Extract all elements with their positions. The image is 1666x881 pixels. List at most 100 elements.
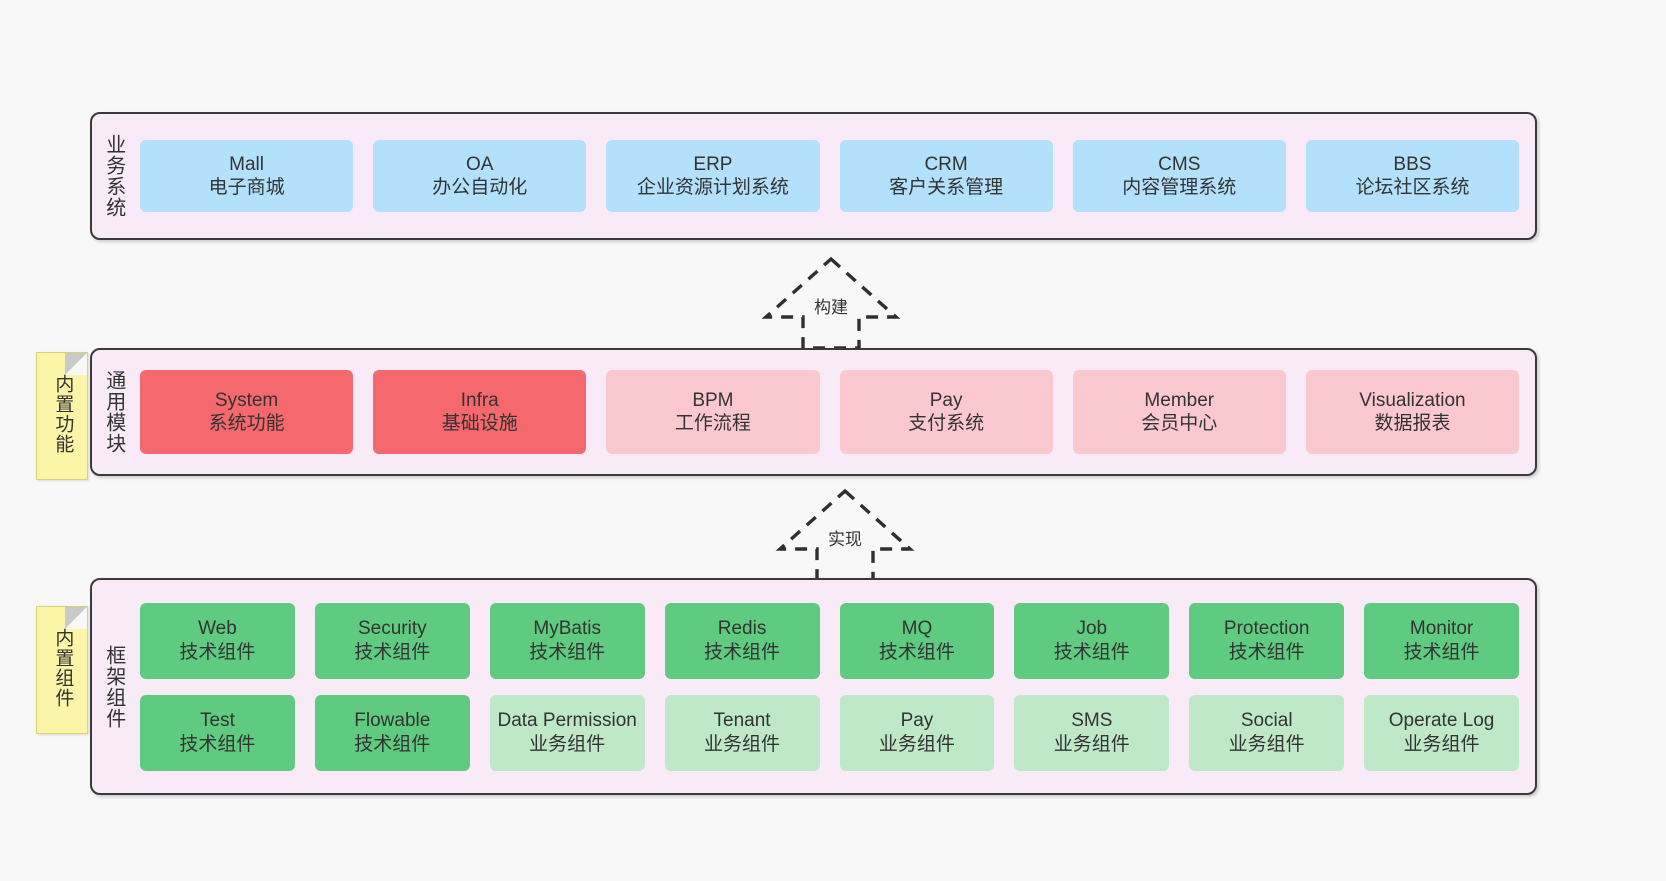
card-name: OA	[466, 153, 494, 175]
layer-business[interactable]: 业务系统 Mall 电子商城 OA 办公自动化 ERP 企业资源计划系统 CRM…	[90, 112, 1537, 240]
card-name: Monitor	[1409, 618, 1474, 640]
card-name: Job	[1076, 618, 1108, 640]
layer-common-modules[interactable]: 通用模块 System 系统功能 Infra 基础设施 BPM 工作流程 Pay…	[90, 348, 1537, 476]
module-card-social[interactable]: Social 业务组件	[1189, 694, 1345, 771]
card-desc: 技术组件	[179, 733, 256, 755]
module-card-crm[interactable]: CRM 客户关系管理	[839, 140, 1053, 212]
card-name: Operate Log	[1388, 710, 1495, 732]
card-desc: 数据报表	[1374, 413, 1451, 434]
note-label: 内置功能	[52, 374, 74, 454]
card-desc: 技术组件	[354, 641, 431, 663]
module-card-protection[interactable]: Protection 技术组件	[1189, 602, 1345, 679]
card-name: Mall	[229, 153, 264, 175]
card-row: Mall 电子商城 OA 办公自动化 ERP 企业资源计划系统 CRM 客户关系…	[140, 140, 1520, 212]
card-name: Protection	[1223, 618, 1310, 640]
card-name: Member	[1144, 389, 1215, 411]
card-desc: 业务组件	[1053, 733, 1130, 755]
module-card-security[interactable]: Security 技术组件	[314, 602, 470, 679]
module-card-erp[interactable]: ERP 企业资源计划系统	[606, 140, 820, 212]
card-name: BPM	[692, 389, 734, 411]
module-card-flowable[interactable]: Flowable 技术组件	[314, 694, 470, 771]
card-desc: 技术组件	[179, 641, 256, 663]
card-name: System	[214, 389, 279, 411]
module-card-monitor[interactable]: Monitor 技术组件	[1364, 602, 1519, 679]
module-card-pay[interactable]: Pay 支付系统	[839, 370, 1053, 454]
card-name: Social	[1240, 710, 1293, 732]
card-row: System 系统功能 Infra 基础设施 BPM 工作流程 Pay 支付系统…	[140, 370, 1520, 454]
card-desc: 支付系统	[908, 413, 985, 434]
card-name: Pay	[929, 389, 963, 411]
card-name: Flowable	[354, 710, 431, 732]
layer-framework-components[interactable]: 框架组件 Web 技术组件 Security 技术组件 MyBatis 技术组件…	[90, 578, 1537, 795]
card-desc: 技术组件	[1228, 641, 1305, 663]
layer-body-common: System 系统功能 Infra 基础设施 BPM 工作流程 Pay 支付系统…	[134, 350, 1535, 474]
module-card-bbs[interactable]: BBS 论坛社区系统	[1305, 140, 1520, 212]
module-card-bpm[interactable]: BPM 工作流程	[606, 370, 820, 454]
module-card-web[interactable]: Web 技术组件	[140, 602, 295, 679]
layer-title-common: 通用模块	[102, 370, 125, 454]
card-name: Tenant	[713, 710, 771, 732]
card-name: MyBatis	[533, 618, 601, 640]
card-desc: 业务组件	[529, 733, 606, 755]
card-desc: 技术组件	[1403, 641, 1480, 663]
card-desc: 业务组件	[1228, 733, 1305, 755]
card-desc: 电子商城	[208, 177, 285, 198]
layer-body-frame: Web 技术组件 Security 技术组件 MyBatis 技术组件 Redi…	[134, 580, 1535, 793]
module-card-mq[interactable]: MQ 技术组件	[839, 602, 995, 679]
card-desc: 论坛社区系统	[1355, 177, 1470, 198]
module-card-oa[interactable]: OA 办公自动化	[373, 140, 587, 212]
card-name: CMS	[1158, 153, 1201, 175]
module-card-member[interactable]: Member 会员中心	[1072, 370, 1286, 454]
card-name: Redis	[717, 618, 767, 640]
card-row: Test 技术组件 Flowable 技术组件 Data Permission …	[140, 694, 1519, 771]
card-desc: 基础设施	[441, 413, 518, 434]
card-desc: 工作流程	[674, 413, 751, 434]
card-name: Web	[198, 618, 237, 640]
module-card-test[interactable]: Test 技术组件	[140, 694, 295, 771]
module-card-job[interactable]: Job 技术组件	[1014, 602, 1170, 679]
card-desc: 业务组件	[1403, 733, 1480, 755]
module-card-system[interactable]: System 系统功能	[140, 370, 354, 454]
card-desc: 技术组件	[878, 641, 955, 663]
card-name: Data Permission	[497, 710, 637, 732]
card-desc: 系统功能	[208, 413, 285, 434]
module-card-tenant[interactable]: Tenant 业务组件	[664, 694, 820, 771]
card-desc: 技术组件	[354, 733, 431, 755]
card-desc: 技术组件	[529, 641, 606, 663]
card-name: MQ	[901, 618, 933, 640]
module-card-operate-log[interactable]: Operate Log 业务组件	[1364, 694, 1519, 771]
card-desc: 技术组件	[1053, 641, 1130, 663]
card-name: Test	[200, 710, 235, 732]
module-card-sms[interactable]: SMS 业务组件	[1014, 694, 1170, 771]
card-desc: 内容管理系统	[1122, 177, 1237, 198]
module-card-infra[interactable]: Infra 基础设施	[373, 370, 587, 454]
card-desc: 业务组件	[704, 733, 781, 755]
note-label: 内置组件	[52, 628, 74, 708]
module-card-mybatis[interactable]: MyBatis 技术组件	[489, 602, 645, 679]
card-desc: 会员中心	[1141, 413, 1218, 434]
layer-title-frame: 框架组件	[102, 644, 125, 729]
connector-build: 构建	[756, 255, 906, 350]
module-card-redis[interactable]: Redis 技术组件	[664, 602, 820, 679]
card-desc: 业务组件	[878, 733, 955, 755]
layer-body-business: Mall 电子商城 OA 办公自动化 ERP 企业资源计划系统 CRM 客户关系…	[134, 114, 1535, 238]
module-card-visualization[interactable]: Visualization 数据报表	[1305, 370, 1520, 454]
card-name: Security	[357, 618, 427, 640]
module-card-pay-business[interactable]: Pay 业务组件	[839, 694, 995, 771]
card-name: SMS	[1071, 710, 1113, 732]
card-name: Visualization	[1359, 389, 1466, 411]
module-card-mall[interactable]: Mall 电子商城	[140, 140, 354, 212]
card-desc: 企业资源计划系统	[636, 177, 789, 198]
note-builtin-features: 内置功能	[36, 352, 88, 480]
module-card-cms[interactable]: CMS 内容管理系统	[1072, 140, 1286, 212]
card-name: Infra	[460, 389, 499, 411]
note-builtin-components: 内置组件	[36, 606, 88, 734]
card-name: CRM	[924, 153, 968, 175]
card-name: ERP	[693, 153, 733, 175]
module-card-data-permission[interactable]: Data Permission 业务组件	[489, 694, 645, 771]
card-desc: 技术组件	[704, 641, 781, 663]
card-desc: 办公自动化	[432, 177, 528, 198]
card-name: BBS	[1393, 153, 1432, 175]
layer-title-business: 业务系统	[102, 134, 125, 218]
